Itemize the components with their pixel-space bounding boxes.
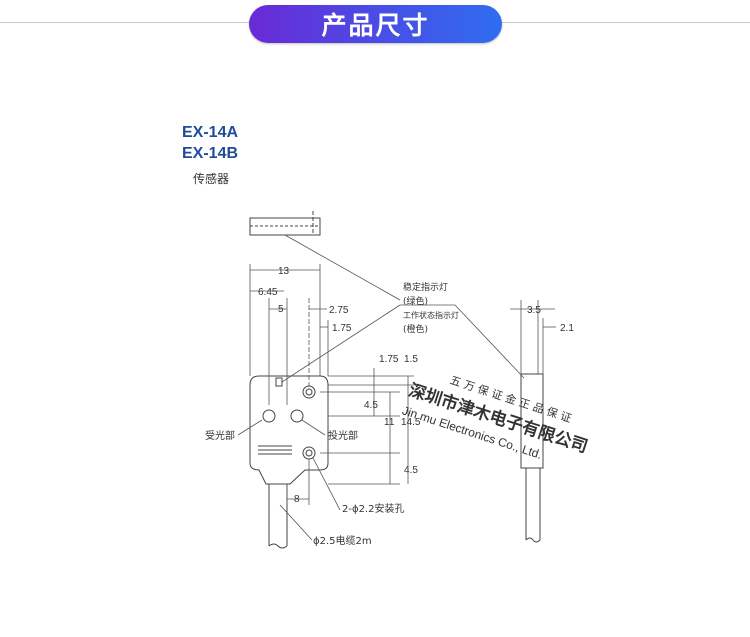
part-subtitle: 传感器 [193, 172, 230, 186]
mounting-hole [302, 446, 316, 460]
mounting-hole-inner [305, 449, 313, 457]
label-receiver: 受光部 [205, 429, 235, 442]
dim-5: 5 [278, 304, 284, 315]
label-orange: (橙色) [403, 323, 428, 335]
emitter-lens [290, 409, 304, 423]
label-stable-indicator: 稳定指示灯 [403, 281, 448, 293]
leader-line [237, 419, 263, 436]
dim-45-top: 4.5 [364, 400, 378, 411]
dim-13: 13 [278, 266, 290, 277]
label-emitter: 投光部 [328, 429, 358, 442]
watermark-stamp: 五 万 保 证 金 正 品 保 证 深圳市津木电子有限公司 Jin mu Ele… [400, 373, 590, 462]
receiver-lens [262, 409, 276, 423]
dim-145: 14.5 [401, 417, 421, 428]
label-cable: ϕ2.5电缆2m [313, 534, 372, 547]
section-title: 产品尺寸 [321, 11, 430, 40]
side-cable-break [525, 537, 541, 543]
dim-11: 11 [384, 417, 395, 428]
leader-line [279, 504, 313, 541]
mounting-hole [302, 385, 316, 399]
mounting-hole-inner [305, 388, 313, 396]
model-name: EX-14A [182, 124, 239, 141]
dim-8: 8 [294, 494, 300, 505]
dim-21: 2.1 [560, 323, 574, 334]
label-green: (绿色) [403, 295, 428, 307]
leader-line [312, 457, 341, 511]
model-name: EX-14B [182, 145, 239, 162]
cable-break [268, 543, 288, 549]
leader-line [281, 304, 401, 383]
leader-line [284, 234, 401, 301]
dim-45-bottom: 4.5 [404, 465, 418, 476]
dim-645: 6.45 [258, 287, 278, 298]
side-view-body [520, 373, 544, 469]
dim-175-top: 1.75 [332, 323, 352, 334]
dim-15: 1.5 [404, 354, 418, 365]
label-operation-indicator: 工作状态指示灯 [403, 310, 459, 320]
leader-line [454, 304, 525, 379]
dim-175-side: 1.75 [379, 354, 399, 365]
section-header: 产品尺寸 [249, 5, 502, 43]
indicator-led [275, 377, 283, 387]
sensor-body [249, 375, 329, 485]
dim-35: 3.5 [527, 305, 541, 316]
dim-275: 2.75 [329, 305, 349, 316]
leader-line [301, 419, 326, 436]
label-mounting-holes: 2-ϕ2.2安装孔 [342, 502, 404, 515]
